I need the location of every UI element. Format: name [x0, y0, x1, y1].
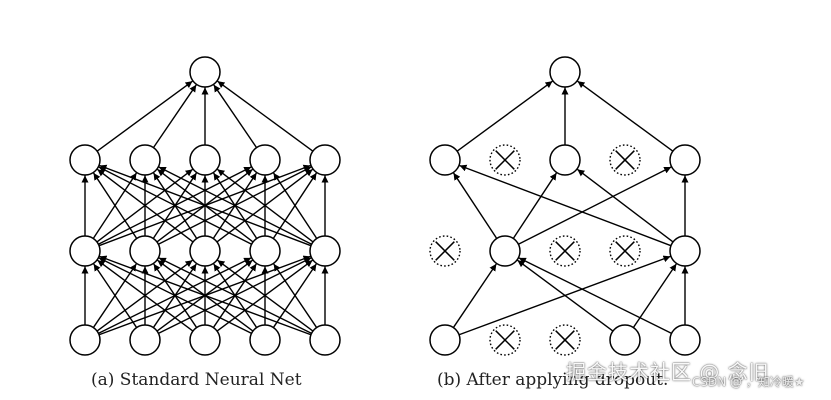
cross-mark-icon [555, 330, 575, 350]
neuron-a-layer3-node0 [189, 56, 221, 88]
neuron-b-layer3-node0 [549, 56, 581, 88]
neuron-a-layer0-node2 [189, 324, 221, 356]
edge-a-l0n1-to-l1n0 [93, 263, 138, 328]
cross-mark-icon [615, 241, 635, 261]
edge-a-l0n2-to-l1n0 [97, 259, 194, 332]
neuron-b-layer0-node3 [609, 324, 641, 356]
edge-a-l0n4-to-l1n3 [273, 263, 318, 328]
edge-a-l0n4-to-l1n2 [217, 259, 314, 332]
neuron-a-layer0-node1 [129, 324, 161, 356]
edge-b-l0n3-to-l1n4 [632, 263, 677, 328]
edge-a-l1n3-to-l2n0 [98, 166, 252, 245]
cross-mark-icon [495, 150, 515, 170]
neuron-b-layer0-node0 [429, 324, 461, 356]
nodes-layer [69, 56, 701, 356]
neuron-a-layer2-node1 [129, 144, 161, 176]
neuron-a-layer2-node3 [249, 144, 281, 176]
dropped-neuron-b-layer1-node0 [429, 235, 461, 267]
edge-a-l1n1-to-l2n0 [92, 172, 138, 239]
neuron-a-layer1-node2 [189, 235, 221, 267]
cross-mark-icon [495, 330, 515, 350]
dropped-neuron-b-layer2-node1 [489, 144, 521, 176]
cross-mark-icon [435, 241, 455, 261]
edge-b-l1n4-to-l2n2 [576, 168, 674, 243]
edge-b-l0n3-to-l1n1 [517, 259, 614, 332]
cross-mark-icon [555, 241, 575, 261]
neuron-a-layer2-node0 [69, 144, 101, 176]
edge-a-l0n4-to-l1n0 [99, 255, 312, 336]
edge-b-l2n4-to-l3n0 [577, 80, 674, 152]
edge-b-l0n4-to-l1n1 [518, 257, 672, 334]
edge-a-l2n1-to-l3n0 [152, 84, 197, 149]
watermark-subtext: CSDN @ ，知冷暖★ [692, 375, 805, 389]
edges-layer [81, 80, 689, 336]
neuron-a-layer2-node4 [309, 144, 341, 176]
edge-a-l1n4-to-l2n2 [216, 168, 314, 243]
neuron-b-layer2-node4 [669, 144, 701, 176]
edge-b-l1n1-to-l2n2 [512, 172, 558, 239]
dropped-neuron-b-layer0-node1 [489, 324, 521, 356]
dropped-neuron-b-layer0-node2 [549, 324, 581, 356]
watermark: 掘金技术社区 @ 念旧 CSDN @ ，知冷暖★ [566, 356, 805, 389]
dropped-neuron-b-layer2-node3 [609, 144, 641, 176]
edge-a-l0n3-to-l1n0 [98, 257, 252, 334]
edge-a-l2n4-to-l3n0 [217, 80, 314, 152]
edge-a-l2n0-to-l3n0 [96, 80, 193, 152]
edge-b-l0n0-to-l1n1 [452, 263, 497, 328]
neuron-a-layer0-node3 [249, 324, 281, 356]
edge-a-l2n3-to-l3n0 [213, 84, 258, 149]
neuron-a-layer0-node0 [69, 324, 101, 356]
neuron-b-layer1-node1 [489, 235, 521, 267]
neuron-a-layer1-node4 [309, 235, 341, 267]
edge-b-l2n0-to-l3n0 [456, 80, 553, 152]
cross-mark-icon [615, 150, 635, 170]
caption-standard-net: (a) Standard Neural Net [91, 370, 302, 390]
edge-a-l1n4-to-l2n0 [99, 164, 312, 247]
watermark-text: 掘金技术社区 @ 念旧 [566, 360, 770, 384]
edge-b-l1n4-to-l2n0 [459, 164, 672, 247]
neuron-a-layer1-node3 [249, 235, 281, 267]
neuron-a-layer2-node2 [189, 144, 221, 176]
dropped-neuron-b-layer1-node3 [609, 235, 641, 267]
edge-a-l1n4-to-l2n3 [272, 172, 318, 239]
neuron-b-layer2-node0 [429, 144, 461, 176]
edge-a-l1n4-to-l2n1 [158, 166, 312, 245]
neuron-a-layer0-node4 [309, 324, 341, 356]
neuron-b-layer2-node2 [549, 144, 581, 176]
edge-b-l1n1-to-l2n4 [518, 166, 672, 245]
edge-b-l1n1-to-l2n0 [452, 172, 498, 239]
edge-a-l0n4-to-l1n1 [158, 257, 312, 334]
neuron-b-layer1-node4 [669, 235, 701, 267]
neuron-a-layer1-node0 [69, 235, 101, 267]
dropped-neuron-b-layer1-node2 [549, 235, 581, 267]
neuron-b-layer0-node4 [669, 324, 701, 356]
edge-a-l1n2-to-l2n0 [96, 168, 194, 243]
caption-dropout-net: (b) After applying dropout. [437, 370, 669, 390]
neuron-a-layer1-node1 [129, 235, 161, 267]
